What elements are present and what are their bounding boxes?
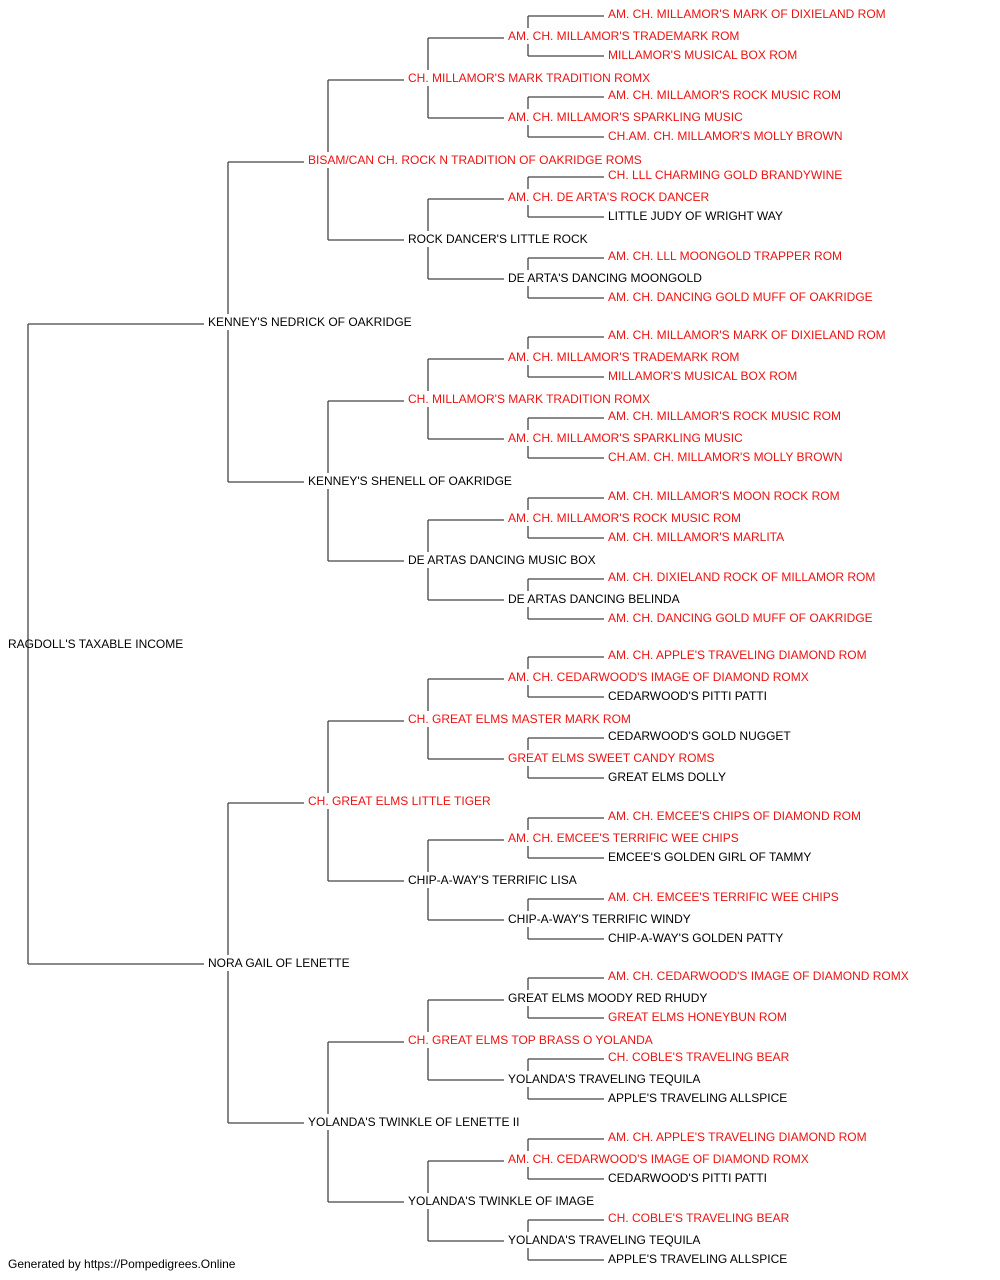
ancestor-pedigree.sire.sire.dam.dam.sire: AM. CH. LLL MOONGOLD TRAPPER ROM: [608, 249, 843, 263]
ancestor-pedigree.dam.sire.dam.dam: CHIP-A-WAY'S TERRIFIC WINDY: [508, 912, 691, 926]
ancestor-pedigree.sire.dam.sire.sire.sire: AM. CH. MILLAMOR'S MARK OF DIXIELAND ROM: [608, 328, 886, 342]
ancestor-pedigree.sire.dam.dam.dam.sire: AM. CH. DIXIELAND ROCK OF MILLAMOR ROM: [608, 570, 876, 584]
ancestor-pedigree.dam: NORA GAIL OF LENETTE: [208, 956, 350, 970]
ancestor-pedigree.sire.sire.dam.sire: AM. CH. DE ARTA'S ROCK DANCER: [508, 190, 710, 204]
generated-by-footer: Generated by https://Pompedigrees.Online: [8, 1257, 236, 1271]
ancestor-pedigree.sire.sire.sire.dam.sire: AM. CH. MILLAMOR'S ROCK MUSIC ROM: [608, 88, 841, 102]
ancestor-pedigree.dam.dam.dam.sire: AM. CH. CEDARWOOD'S IMAGE OF DIAMOND ROM…: [508, 1152, 809, 1166]
ancestor-pedigree.dam.dam.dam.dam: YOLANDA'S TRAVELING TEQUILA: [508, 1233, 701, 1247]
ancestor-pedigree.sire.sire.sire.dam.dam: CH.AM. CH. MILLAMOR'S MOLLY BROWN: [608, 129, 843, 143]
ancestor-pedigree.sire.dam.dam: DE ARTAS DANCING MUSIC BOX: [408, 553, 596, 567]
ancestor-pedigree.dam.sire.dam.dam.sire: AM. CH. EMCEE'S TERRIFIC WEE CHIPS: [608, 890, 839, 904]
ancestor-pedigree.dam.sire.dam.dam.dam: CHIP-A-WAY'S GOLDEN PATTY: [608, 931, 784, 945]
ancestor-pedigree.dam.sire: CH. GREAT ELMS LITTLE TIGER: [308, 794, 491, 808]
ancestor-pedigree.dam.sire.sire.dam.sire: CEDARWOOD'S GOLD NUGGET: [608, 729, 791, 743]
ancestor-pedigree.dam.dam.dam.sire.dam: CEDARWOOD'S PITTI PATTI: [608, 1171, 767, 1185]
ancestor-pedigree.dam.dam.sire.sire.dam: GREAT ELMS HONEYBUN ROM: [608, 1010, 787, 1024]
ancestor-pedigree.dam.dam.sire.sire: GREAT ELMS MOODY RED RHUDY: [508, 991, 708, 1005]
ancestor-pedigree.sire.sire.dam.sire.dam: LITTLE JUDY OF WRIGHT WAY: [608, 209, 783, 223]
ancestor-pedigree.sire.sire.sire.sire.dam: MILLAMOR'S MUSICAL BOX ROM: [608, 48, 798, 62]
ancestor-pedigree.dam.dam.sire.dam.sire: CH. COBLE'S TRAVELING BEAR: [608, 1050, 790, 1064]
ancestor-pedigree.dam.sire.sire.dam.dam: GREAT ELMS DOLLY: [608, 770, 727, 784]
ancestor-pedigree.dam.sire.sire: CH. GREAT ELMS MASTER MARK ROM: [408, 712, 631, 726]
ancestor-pedigree: RAGDOLL'S TAXABLE INCOME: [8, 637, 184, 651]
ancestor-pedigree.sire.sire.dam: ROCK DANCER'S LITTLE ROCK: [408, 232, 588, 246]
ancestor-pedigree.dam.dam.dam: YOLANDA'S TWINKLE OF IMAGE: [408, 1194, 595, 1208]
ancestor-pedigree.sire.dam.sire.dam: AM. CH. MILLAMOR'S SPARKLING MUSIC: [508, 431, 743, 445]
ancestor-pedigree.sire.sire.sire: CH. MILLAMOR'S MARK TRADITION ROMX: [408, 71, 651, 85]
ancestor-pedigree.dam.dam.sire.dam.dam: APPLE'S TRAVELING ALLSPICE: [608, 1091, 788, 1105]
ancestor-pedigree.sire.dam.dam.sire.dam: AM. CH. MILLAMOR'S MARLITA: [608, 530, 785, 544]
ancestor-pedigree.sire.dam.dam.dam: DE ARTAS DANCING BELINDA: [508, 592, 680, 606]
ancestor-pedigree.dam.sire.sire.sire.dam: CEDARWOOD'S PITTI PATTI: [608, 689, 767, 703]
ancestor-pedigree.dam.sire.sire.sire.sire: AM. CH. APPLE'S TRAVELING DIAMOND ROM: [608, 648, 867, 662]
ancestor-pedigree.sire.dam.sire.dam.dam: CH.AM. CH. MILLAMOR'S MOLLY BROWN: [608, 450, 843, 464]
ancestor-pedigree.sire.dam: KENNEY'S SHENELL OF OAKRIDGE: [308, 474, 512, 488]
ancestor-pedigree.sire: KENNEY'S NEDRICK OF OAKRIDGE: [208, 315, 412, 329]
ancestor-pedigree.sire.sire.dam.sire.sire: CH. LLL CHARMING GOLD BRANDYWINE: [608, 168, 843, 182]
ancestor-pedigree.dam.dam.dam.dam.dam: APPLE'S TRAVELING ALLSPICE: [608, 1252, 788, 1266]
ancestor-pedigree.dam.sire.dam.sire.dam: EMCEE'S GOLDEN GIRL OF TAMMY: [608, 850, 812, 864]
ancestor-pedigree.dam.dam: YOLANDA'S TWINKLE OF LENETTE II: [308, 1115, 520, 1129]
ancestor-pedigree.dam.dam.sire.sire.sire: AM. CH. CEDARWOOD'S IMAGE OF DIAMOND ROM…: [608, 969, 909, 983]
ancestor-pedigree.dam.dam.sire: CH. GREAT ELMS TOP BRASS O YOLANDA: [408, 1033, 653, 1047]
ancestor-pedigree.dam.sire.sire.dam: GREAT ELMS SWEET CANDY ROMS: [508, 751, 715, 765]
ancestor-pedigree.sire.sire.dam.dam: DE ARTA'S DANCING MOONGOLD: [508, 271, 702, 285]
ancestor-pedigree.sire.sire.dam.dam.dam: AM. CH. DANCING GOLD MUFF OF OAKRIDGE: [608, 290, 873, 304]
ancestor-pedigree.sire.sire.sire.sire: AM. CH. MILLAMOR'S TRADEMARK ROM: [508, 29, 740, 43]
ancestor-pedigree.dam.dam.dam.sire.sire: AM. CH. APPLE'S TRAVELING DIAMOND ROM: [608, 1130, 867, 1144]
ancestor-pedigree.sire.dam.sire.sire.dam: MILLAMOR'S MUSICAL BOX ROM: [608, 369, 798, 383]
ancestor-pedigree.sire.dam.sire.sire: AM. CH. MILLAMOR'S TRADEMARK ROM: [508, 350, 740, 364]
ancestor-pedigree.sire.dam.sire.dam.sire: AM. CH. MILLAMOR'S ROCK MUSIC ROM: [608, 409, 841, 423]
ancestor-pedigree.dam.dam.sire.dam: YOLANDA'S TRAVELING TEQUILA: [508, 1072, 701, 1086]
ancestor-pedigree.sire.sire: BISAM/CAN CH. ROCK N TRADITION OF OAKRID…: [308, 153, 642, 167]
ancestor-pedigree.dam.sire.dam.sire: AM. CH. EMCEE'S TERRIFIC WEE CHIPS: [508, 831, 739, 845]
ancestor-pedigree.dam.sire.sire.sire: AM. CH. CEDARWOOD'S IMAGE OF DIAMOND ROM…: [508, 670, 809, 684]
ancestor-pedigree.sire.dam.dam.sire: AM. CH. MILLAMOR'S ROCK MUSIC ROM: [508, 511, 741, 525]
ancestor-pedigree.sire.dam.dam.sire.sire: AM. CH. MILLAMOR'S MOON ROCK ROM: [608, 489, 840, 503]
ancestor-pedigree.dam.dam.dam.dam.sire: CH. COBLE'S TRAVELING BEAR: [608, 1211, 790, 1225]
ancestor-pedigree.sire.dam.dam.dam.dam: AM. CH. DANCING GOLD MUFF OF OAKRIDGE: [608, 611, 873, 625]
ancestor-pedigree.dam.sire.dam.sire.sire: AM. CH. EMCEE'S CHIPS OF DIAMOND ROM: [608, 809, 861, 823]
ancestor-pedigree.sire.sire.sire.sire.sire: AM. CH. MILLAMOR'S MARK OF DIXIELAND ROM: [608, 7, 886, 21]
ancestor-pedigree.dam.sire.dam: CHIP-A-WAY'S TERRIFIC LISA: [408, 873, 577, 887]
ancestor-pedigree.sire.dam.sire: CH. MILLAMOR'S MARK TRADITION ROMX: [408, 392, 651, 406]
ancestor-pedigree.sire.sire.sire.dam: AM. CH. MILLAMOR'S SPARKLING MUSIC: [508, 110, 743, 124]
